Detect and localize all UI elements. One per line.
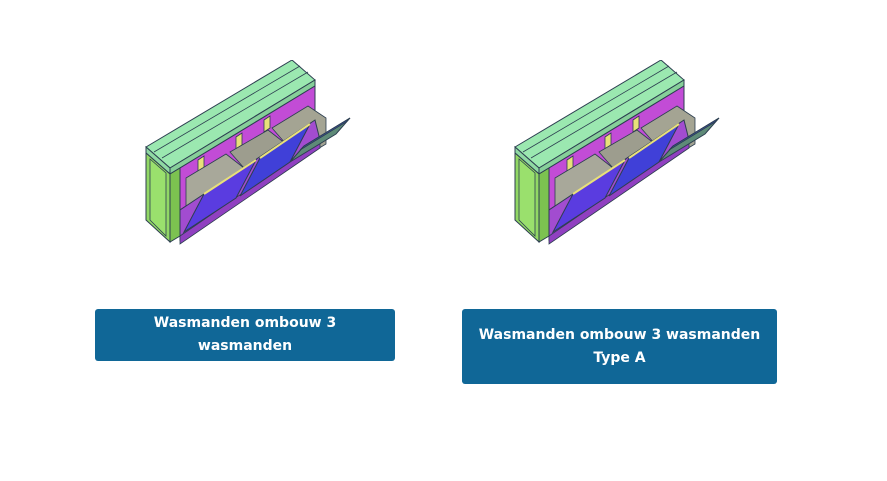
product-button[interactable]: Wasmanden ombouw 3 wasmanden [95, 309, 395, 361]
laundry-basket-cabinet-image[interactable] [509, 60, 724, 246]
product-button[interactable]: Wasmanden ombouw 3 wasmanden Type A [462, 309, 777, 384]
laundry-basket-cabinet-image[interactable] [140, 60, 355, 246]
product-button-label: Wasmanden ombouw 3 wasmanden [153, 315, 337, 354]
product-button-label: Wasmanden ombouw 3 wasmanden Type A [478, 326, 761, 366]
